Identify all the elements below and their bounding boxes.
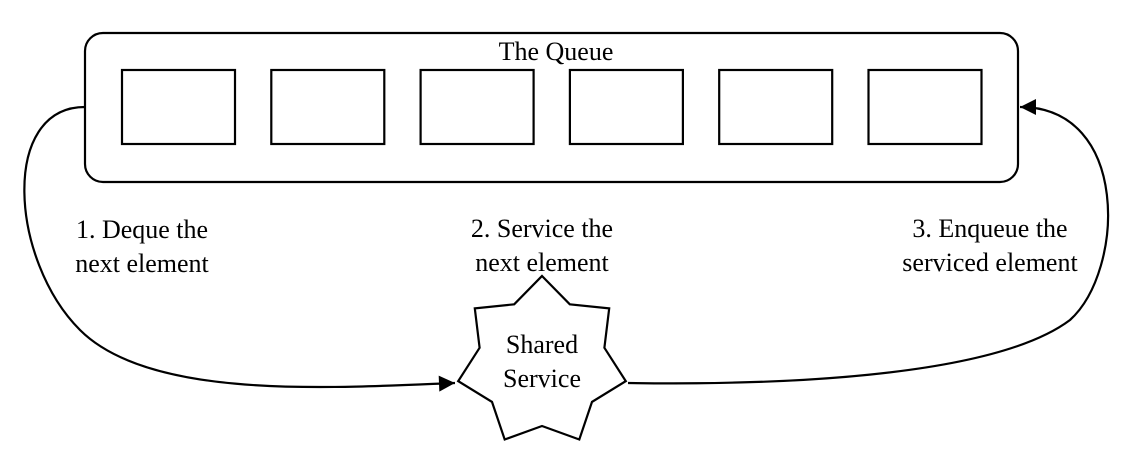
queue-slot-1	[120, 68, 237, 146]
queue-slot-5	[718, 68, 834, 146]
step-3-line2: serviced element	[902, 248, 1078, 277]
step-1-line2: next element	[75, 249, 209, 278]
step-label-2: 2. Service the next element	[471, 214, 613, 277]
queue-slots	[120, 68, 983, 146]
queue-slot-4	[568, 68, 685, 146]
step-2-line1: 2. Service the	[471, 214, 613, 243]
step-label-1: 1. Deque the next element	[75, 215, 209, 278]
enqueue-arrow	[627, 99, 1110, 385]
step-1-line1: 1. Deque the	[76, 215, 208, 244]
dequeue-arrow	[23, 105, 456, 392]
step-label-3: 3. Enqueue the serviced element	[902, 214, 1078, 277]
star-shape	[456, 274, 628, 441]
step-2-line2: next element	[475, 248, 609, 277]
step-3-line1: 3. Enqueue the	[912, 214, 1067, 243]
queue-slot-6	[867, 68, 983, 146]
queue-slot-2	[270, 68, 386, 146]
queue-slot-3	[419, 68, 535, 146]
queue-title: The Queue	[499, 37, 614, 66]
shared-service-star: Shared Service	[456, 274, 628, 441]
service-label-line2: Service	[503, 364, 581, 393]
service-label-line1: Shared	[506, 330, 578, 359]
queue-container: The Queue	[83, 31, 1020, 184]
